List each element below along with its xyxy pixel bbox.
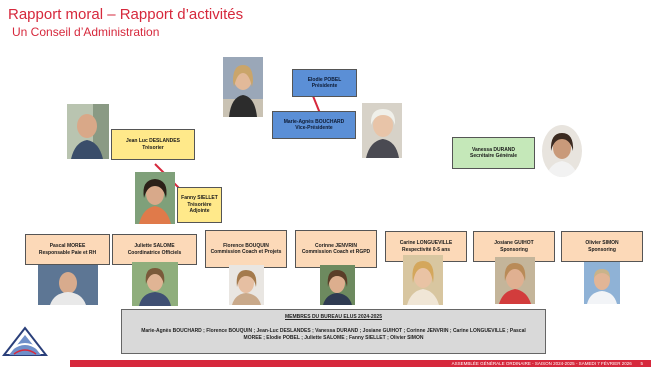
page-number: 5 [640,361,643,366]
secretary-name: Vanessa DURAND [471,146,516,153]
treasurer-role: Trésorier [142,144,164,151]
bottom-2-name: Juliette SALOME [134,243,175,249]
bottom-5-name: Carine LONGUEVILLE [399,240,453,246]
card-bottom-3: Florence BOUQUIN Commission Coach et Pro… [205,230,287,268]
club-logo-icon [1,325,49,362]
card-deputy-treasurer: Fanny SIELLET Trésorière Adjointe [177,187,222,223]
card-bottom-5: Carine LONGUEVILLE Respectivité 0-5 ans [385,231,467,262]
members-heading: MEMBRES DU BUREAU ELUS 2024-2025 [285,314,382,320]
bottom-3-name: Florence BOUQUIN [223,242,269,249]
bottom-4-name: Corinne JENVRIN [315,242,357,249]
vice-president-name: Marie-Agnès BOUCHARD [283,118,345,125]
bottom-2-role: Coordinatrice Officiels [127,249,182,256]
deputy-treasurer-name: Fanny SIELLET [181,195,218,202]
photo-bottom-7 [584,262,620,304]
card-vice-president: Marie-Agnès BOUCHARD Vice-Présidente [272,111,356,139]
members-list: Marie-Agnès BOUCHARD ; Florence BOUQUIN … [141,328,526,341]
photo-bottom-6 [495,257,535,304]
card-bottom-1: Pascal MOREE Responsable Paie et RH [25,234,110,265]
card-bottom-4: Corinne JENVRIN Commission Coach et RGPD [295,230,377,268]
photo-treasurer [67,104,109,159]
card-bottom-7: Olivier SIMON Sponsoring [561,231,643,262]
members-box: MEMBRES DU BUREAU ELUS 2024-2025 Marie-A… [121,309,546,354]
card-bottom-2: Juliette SALOME Coordinatrice Officiels [112,234,197,265]
slide-title: Rapport moral – Rapport d’activités [8,6,244,23]
bottom-7-role: Sponsoring [588,246,616,253]
president-name: Elodie POBEL [307,76,342,83]
treasurer-name: Jean Luc DESLANDES [126,138,180,144]
card-bottom-6: Josiane GUIHOT Sponsoring [473,231,555,262]
slide-subtitle: Un Conseil d’Administration [12,25,160,39]
bottom-1-role: Responsable Paie et RH [38,249,97,256]
photo-bottom-2 [132,262,178,306]
president-role: Présidente [311,83,338,89]
bottom-3-role: Commission Coach et Projets [210,249,282,255]
card-secretary: Vanessa DURAND Secrétaire Générale [452,137,535,169]
deputy-treasurer-role: Trésorière Adjointe [187,201,212,215]
photo-vice-president [362,103,402,158]
bottom-6-name: Josiane GUIHOT [494,240,534,246]
bottom-7-name: Olivier SIMON [585,240,619,246]
photo-secretary [542,125,582,177]
photo-president [223,57,263,117]
vice-president-role: Vice-Présidente [295,125,333,131]
footer-bar: ASSEMBLÉE GÉNÉRALE ORDINAIRE - SAISON 20… [70,360,651,367]
bottom-5-role: Respectivité 0-5 ans [401,246,451,253]
photo-bottom-5 [403,255,443,305]
photo-bottom-3 [229,265,264,305]
card-treasurer: Jean Luc DESLANDES Trésorier [111,129,195,160]
secretary-role: Secrétaire Générale [470,153,517,159]
bottom-1-name: Pascal MOREE [49,243,86,249]
bottom-4-role: Commission Coach et RGPD [301,249,371,255]
photo-deputy-treasurer [135,172,175,224]
card-president: Elodie POBEL Présidente [292,69,357,97]
photo-bottom-1 [38,265,98,305]
footer-text: ASSEMBLÉE GÉNÉRALE ORDINAIRE - SAISON 20… [451,361,632,366]
photo-bottom-4 [320,265,355,305]
bottom-6-role: Sponsoring [500,246,528,253]
